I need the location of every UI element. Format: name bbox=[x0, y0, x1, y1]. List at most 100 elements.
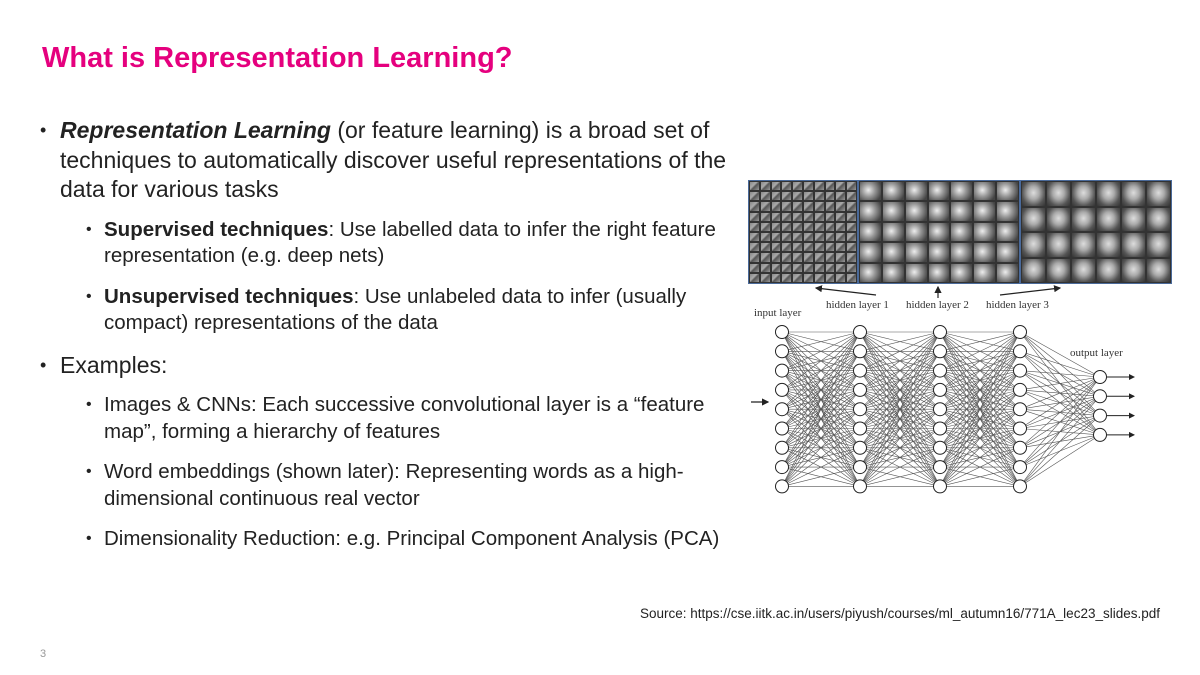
label-input-layer: input layer bbox=[754, 307, 802, 319]
network-node bbox=[853, 344, 867, 359]
source-citation: Source: https://cse.iitk.ac.in/users/piy… bbox=[639, 606, 1160, 621]
network-node bbox=[933, 382, 947, 397]
feature-tile bbox=[759, 231, 771, 243]
network-node bbox=[775, 421, 789, 436]
feature-tile bbox=[835, 181, 847, 192]
network-edge bbox=[781, 466, 861, 487]
feature-tile bbox=[824, 201, 836, 212]
bullet-unsupervised: • Unsupervised techniques: Use unlabeled… bbox=[40, 284, 750, 337]
feature-tile bbox=[996, 221, 1019, 243]
network-node bbox=[1013, 402, 1027, 417]
feature-tile bbox=[1146, 181, 1171, 207]
feature-tile bbox=[859, 201, 882, 222]
network-edge bbox=[859, 331, 941, 352]
network-edge bbox=[781, 331, 861, 429]
network-node bbox=[853, 382, 867, 397]
feature-tile bbox=[950, 181, 974, 202]
label-hidden-layer-3: hidden layer 3 bbox=[986, 299, 1049, 311]
feature-tile bbox=[1096, 232, 1121, 258]
network-edge bbox=[939, 331, 1021, 410]
network-node bbox=[775, 382, 789, 397]
feature-tile bbox=[950, 242, 974, 263]
feature-tile bbox=[792, 272, 803, 283]
feature-tile bbox=[770, 231, 782, 243]
network-edge bbox=[1019, 376, 1101, 410]
network-diagram: input layer hidden layer 1 hidden layer … bbox=[751, 285, 1135, 494]
feature-tile bbox=[927, 181, 951, 202]
feature-tile bbox=[813, 242, 825, 253]
feature-tile bbox=[749, 181, 760, 192]
feature-tile bbox=[749, 242, 760, 253]
feature-tile bbox=[803, 201, 814, 212]
feature-tile bbox=[859, 242, 882, 263]
feature-tile bbox=[759, 201, 771, 212]
feature-tile bbox=[904, 201, 928, 222]
feature-tile bbox=[770, 211, 782, 222]
feature-tile bbox=[813, 262, 825, 273]
feature-tile bbox=[813, 211, 825, 222]
network-node bbox=[933, 479, 947, 494]
bullet-text: Examples: bbox=[60, 351, 168, 378]
feature-tile bbox=[803, 252, 814, 263]
feature-panel-faces bbox=[1020, 180, 1172, 284]
network-edge bbox=[781, 351, 861, 487]
feature-tile bbox=[1121, 232, 1146, 258]
feature-tile bbox=[759, 211, 771, 222]
feature-tile bbox=[1046, 206, 1071, 232]
feature-tile bbox=[927, 262, 951, 283]
feature-tile bbox=[1071, 181, 1096, 207]
feature-tile bbox=[781, 221, 793, 232]
feature-tile bbox=[1146, 232, 1171, 258]
term-representation-learning: Representation Learning bbox=[60, 117, 331, 143]
feature-tile bbox=[759, 191, 771, 202]
bullet-representation-learning: • Representation Learning (or feature le… bbox=[40, 116, 750, 205]
network-node bbox=[1093, 408, 1107, 423]
network-edge bbox=[1019, 376, 1101, 429]
feature-tile bbox=[803, 272, 814, 283]
network-edge bbox=[781, 331, 861, 352]
bullet-examples: • Examples: bbox=[40, 351, 750, 381]
feature-tile bbox=[781, 211, 793, 222]
network-edge bbox=[859, 447, 941, 487]
network-edge bbox=[939, 331, 1021, 487]
network-node bbox=[933, 363, 947, 378]
feature-tile bbox=[781, 181, 793, 192]
feature-tile bbox=[792, 181, 803, 192]
feature-tile bbox=[749, 191, 760, 202]
network-edge bbox=[781, 331, 861, 468]
network-node bbox=[1013, 421, 1027, 436]
label-hidden-layer-1: hidden layer 1 bbox=[826, 299, 889, 311]
bullet-images-cnns: • Images & CNNs: Each successive convolu… bbox=[40, 392, 750, 445]
feature-tile bbox=[846, 181, 857, 192]
network-edge bbox=[859, 408, 941, 487]
feature-tile bbox=[927, 201, 951, 222]
feature-tile bbox=[835, 211, 847, 222]
feature-tile bbox=[904, 262, 928, 283]
network-edge bbox=[1019, 376, 1101, 468]
feature-panel-parts bbox=[858, 180, 1020, 284]
feature-tile bbox=[904, 242, 928, 263]
feature-tile bbox=[749, 252, 760, 263]
feature-tile bbox=[904, 221, 928, 243]
feature-tile bbox=[824, 191, 836, 202]
network-edge bbox=[781, 331, 861, 487]
network-edge bbox=[859, 331, 941, 448]
feature-tile bbox=[835, 262, 847, 273]
feature-tile bbox=[996, 262, 1019, 283]
feature-tile bbox=[927, 242, 951, 263]
feature-tile bbox=[1021, 257, 1046, 283]
feature-tile bbox=[749, 201, 760, 212]
label-output-layer: output layer bbox=[1070, 347, 1123, 359]
network-edge bbox=[939, 370, 1021, 487]
feature-tile bbox=[792, 201, 803, 212]
feature-tile bbox=[950, 201, 974, 222]
network-node bbox=[853, 363, 867, 378]
feature-tile bbox=[824, 231, 836, 243]
network-node bbox=[1013, 344, 1027, 359]
bullet-text: : Use unlabeled data to infer (usually c… bbox=[104, 284, 687, 335]
feature-tile bbox=[881, 201, 905, 222]
network-edge bbox=[1019, 376, 1101, 449]
feature-tile bbox=[835, 252, 847, 263]
feature-tile bbox=[950, 221, 974, 243]
feature-tile bbox=[770, 191, 782, 202]
